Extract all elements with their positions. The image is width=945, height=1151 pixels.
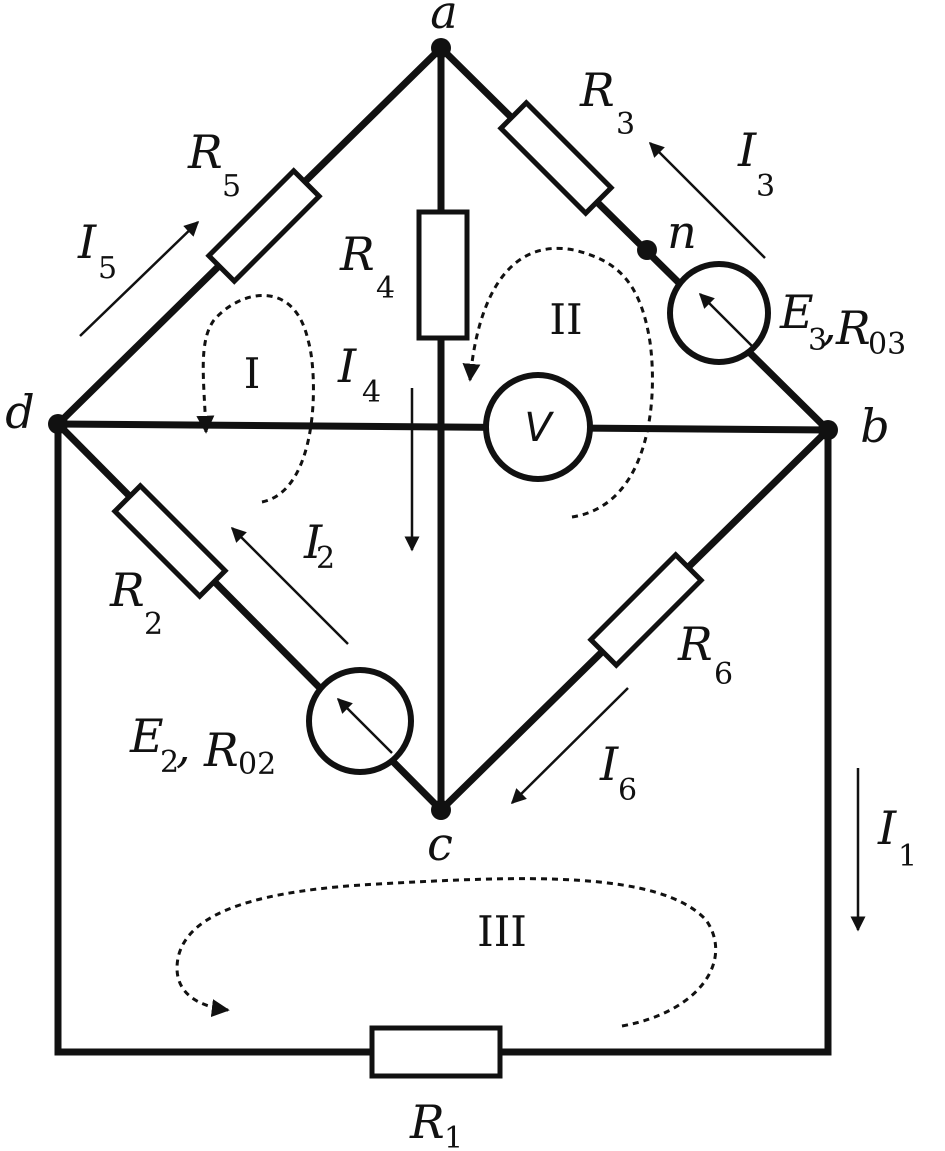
svg-text:R: R bbox=[677, 617, 713, 671]
label-i1: I 1 bbox=[877, 801, 917, 874]
svg-text:2: 2 bbox=[144, 607, 163, 642]
svg-text:3: 3 bbox=[616, 107, 635, 142]
svg-text:,: , bbox=[822, 297, 837, 351]
loop-i-label: I bbox=[244, 349, 261, 398]
svg-text:2: 2 bbox=[316, 541, 335, 576]
svg-text:5: 5 bbox=[98, 251, 117, 286]
source-e3-arrow-icon bbox=[698, 292, 753, 347]
svg-text:2: 2 bbox=[160, 745, 179, 780]
source-e3 bbox=[667, 261, 771, 365]
svg-text:6: 6 bbox=[618, 773, 637, 808]
svg-text:E: E bbox=[779, 285, 814, 339]
current-i6-arrow bbox=[510, 687, 629, 805]
node-a-dot bbox=[431, 38, 451, 58]
node-n-dot bbox=[637, 240, 657, 260]
loop-ii-arc bbox=[462, 246, 654, 519]
wire-a-b bbox=[436, 43, 833, 435]
node-a-label: a bbox=[430, 0, 457, 39]
svg-text:R: R bbox=[339, 227, 375, 281]
svg-text:4: 4 bbox=[362, 375, 381, 410]
resistor-r6 bbox=[587, 551, 705, 669]
svg-text:R: R bbox=[579, 63, 615, 117]
svg-text:R: R bbox=[109, 563, 145, 617]
label-e2-r02: E 2 , R 02 bbox=[129, 709, 276, 782]
resistor-r3 bbox=[497, 99, 615, 217]
svg-text:02: 02 bbox=[238, 747, 276, 782]
label-i5: I 5 bbox=[77, 215, 117, 286]
svg-text:R: R bbox=[187, 125, 223, 179]
current-i2-arrow bbox=[230, 526, 349, 645]
svg-text:I: I bbox=[599, 737, 619, 791]
node-b-label: b bbox=[860, 399, 889, 453]
svg-text:3: 3 bbox=[756, 169, 775, 204]
label-r1: R 1 bbox=[409, 1095, 463, 1151]
label-i6: I 6 bbox=[599, 737, 637, 808]
svg-text:5: 5 bbox=[222, 169, 241, 204]
resistor-r1 bbox=[369, 1025, 503, 1079]
wire-d-b bbox=[54, 420, 832, 434]
current-i5-arrow bbox=[79, 220, 200, 337]
current-i3-arrow bbox=[648, 141, 766, 259]
label-r6: R 6 bbox=[677, 617, 733, 692]
resistor-r2 bbox=[111, 482, 229, 600]
svg-text:I: I bbox=[877, 801, 897, 855]
label-r5: R 5 bbox=[187, 125, 241, 204]
node-d-label: d bbox=[5, 385, 34, 439]
loop-i-arc bbox=[196, 293, 315, 504]
node-b-dot bbox=[818, 420, 838, 440]
label-i3: I 3 bbox=[737, 123, 775, 204]
node-d-dot bbox=[48, 414, 68, 434]
node-c-dot bbox=[431, 800, 451, 820]
svg-text:R: R bbox=[203, 723, 239, 777]
loop-iii-label: III bbox=[477, 907, 527, 956]
label-e3-r03: E 3 , R 03 bbox=[779, 285, 906, 362]
svg-text:1: 1 bbox=[444, 1121, 463, 1151]
label-r4: R 4 bbox=[339, 227, 395, 306]
voltmeter-label: V bbox=[524, 405, 554, 451]
svg-text:03: 03 bbox=[868, 327, 906, 362]
label-i4: I 4 bbox=[337, 339, 381, 410]
loop-iii-arc bbox=[175, 877, 718, 1028]
svg-text:I: I bbox=[737, 123, 757, 177]
svg-text:3: 3 bbox=[808, 323, 827, 358]
svg-text:R: R bbox=[409, 1095, 445, 1149]
svg-text:1: 1 bbox=[898, 839, 917, 874]
source-e2-arrow-icon bbox=[336, 697, 393, 754]
resistor-r4 bbox=[416, 209, 470, 341]
node-n-label: n bbox=[667, 205, 697, 259]
resistor-r5 bbox=[205, 167, 323, 285]
svg-text:,: , bbox=[176, 719, 191, 773]
svg-text:I: I bbox=[337, 339, 357, 393]
loop-ii-label: II bbox=[549, 295, 582, 344]
label-r3: R 3 bbox=[579, 63, 635, 142]
svg-text:I: I bbox=[303, 515, 323, 569]
svg-text:I: I bbox=[77, 215, 97, 269]
svg-text:4: 4 bbox=[376, 271, 395, 306]
label-i2: I 2 bbox=[303, 515, 335, 576]
node-c-label: c bbox=[427, 817, 453, 871]
svg-text:R: R bbox=[835, 301, 871, 355]
svg-text:E: E bbox=[129, 709, 164, 763]
source-e2 bbox=[306, 667, 414, 775]
svg-text:6: 6 bbox=[714, 657, 733, 692]
label-r2: R 2 bbox=[109, 563, 163, 642]
voltmeter: V bbox=[483, 372, 593, 482]
